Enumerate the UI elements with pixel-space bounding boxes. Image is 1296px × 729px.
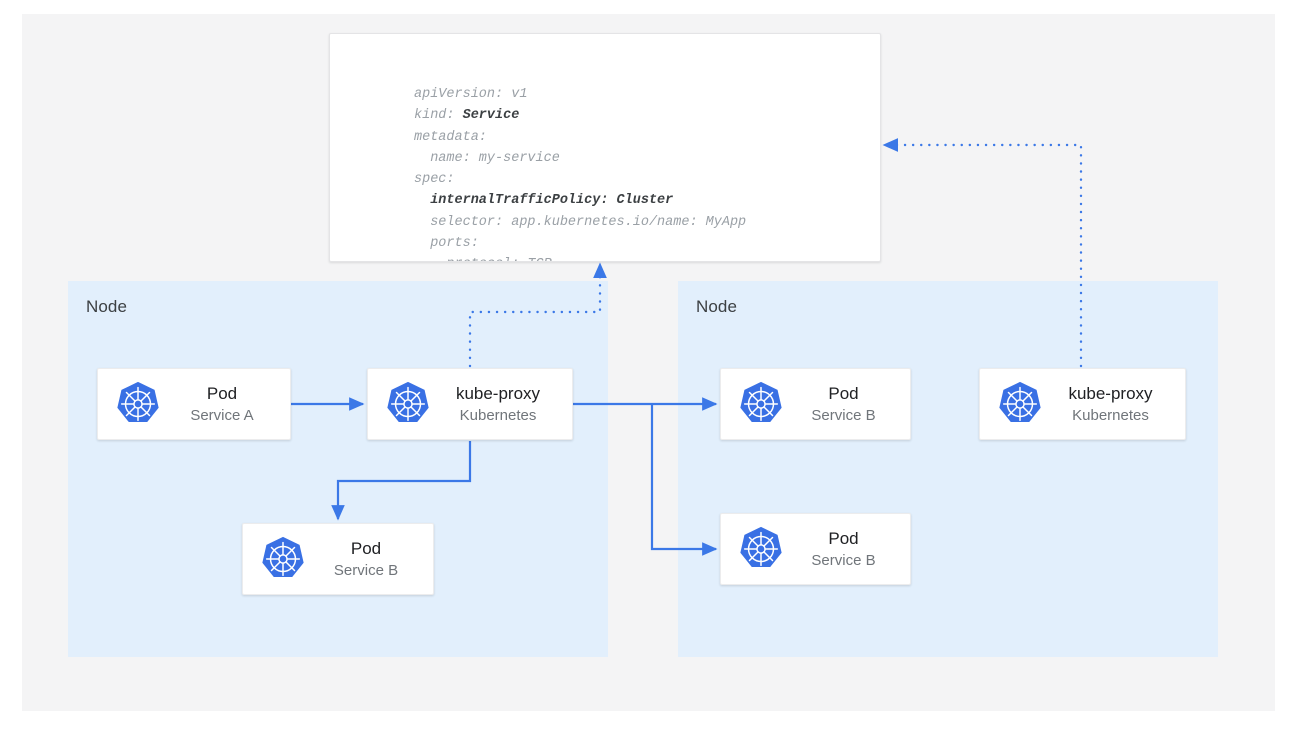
kubernetes-logo-icon (117, 381, 159, 423)
card-pod-service-b-left[interactable]: Pod Service B (242, 523, 434, 595)
node-container-right (678, 281, 1218, 657)
card-title: kube-proxy (455, 383, 541, 403)
card-subtitle: Kubernetes (459, 406, 537, 424)
service-manifest-card: apiVersion: v1 kind: Service metadata: n… (329, 33, 881, 262)
node-container-left (68, 281, 608, 657)
card-pod-service-b-right-2[interactable]: Pod Service B (720, 513, 911, 585)
card-subtitle: Service B (811, 406, 876, 424)
card-title: Pod (350, 538, 382, 558)
card-title: kube-proxy (1068, 383, 1153, 403)
service-manifest-yaml: apiVersion: v1 kind: Service metadata: n… (414, 87, 747, 261)
card-subtitle: Service A (190, 406, 254, 424)
kubernetes-logo-icon (740, 526, 782, 568)
node-label-right: Node (696, 297, 738, 316)
card-kube-proxy-left[interactable]: kube-proxy Kubernetes (367, 368, 573, 440)
card-subtitle: Service B (811, 551, 876, 569)
kubernetes-logo-icon (387, 381, 429, 423)
card-title: Pod (828, 383, 859, 403)
card-pod-service-b-right-1[interactable]: Pod Service B (720, 368, 911, 440)
node-label-left: Node (86, 297, 128, 316)
kubernetes-logo-icon (262, 536, 304, 578)
card-pod-service-a[interactable]: Pod Service A (97, 368, 291, 440)
kubernetes-logo-icon (740, 381, 782, 423)
card-text-block: Pod Service B (785, 528, 910, 571)
card-subtitle: Kubernetes (1072, 406, 1149, 424)
card-subtitle: Service B (333, 561, 399, 579)
card-text-block: kube-proxy Kubernetes (1044, 383, 1185, 426)
card-text-block: Pod Service B (307, 538, 433, 581)
card-text-block: kube-proxy Kubernetes (432, 383, 572, 426)
card-title: Pod (828, 528, 859, 548)
kubernetes-logo-icon (999, 381, 1041, 423)
card-text-block: Pod Service B (785, 383, 910, 426)
card-text-block: Pod Service A (162, 383, 290, 426)
card-kube-proxy-right[interactable]: kube-proxy Kubernetes (979, 368, 1186, 440)
card-title: Pod (206, 383, 238, 403)
